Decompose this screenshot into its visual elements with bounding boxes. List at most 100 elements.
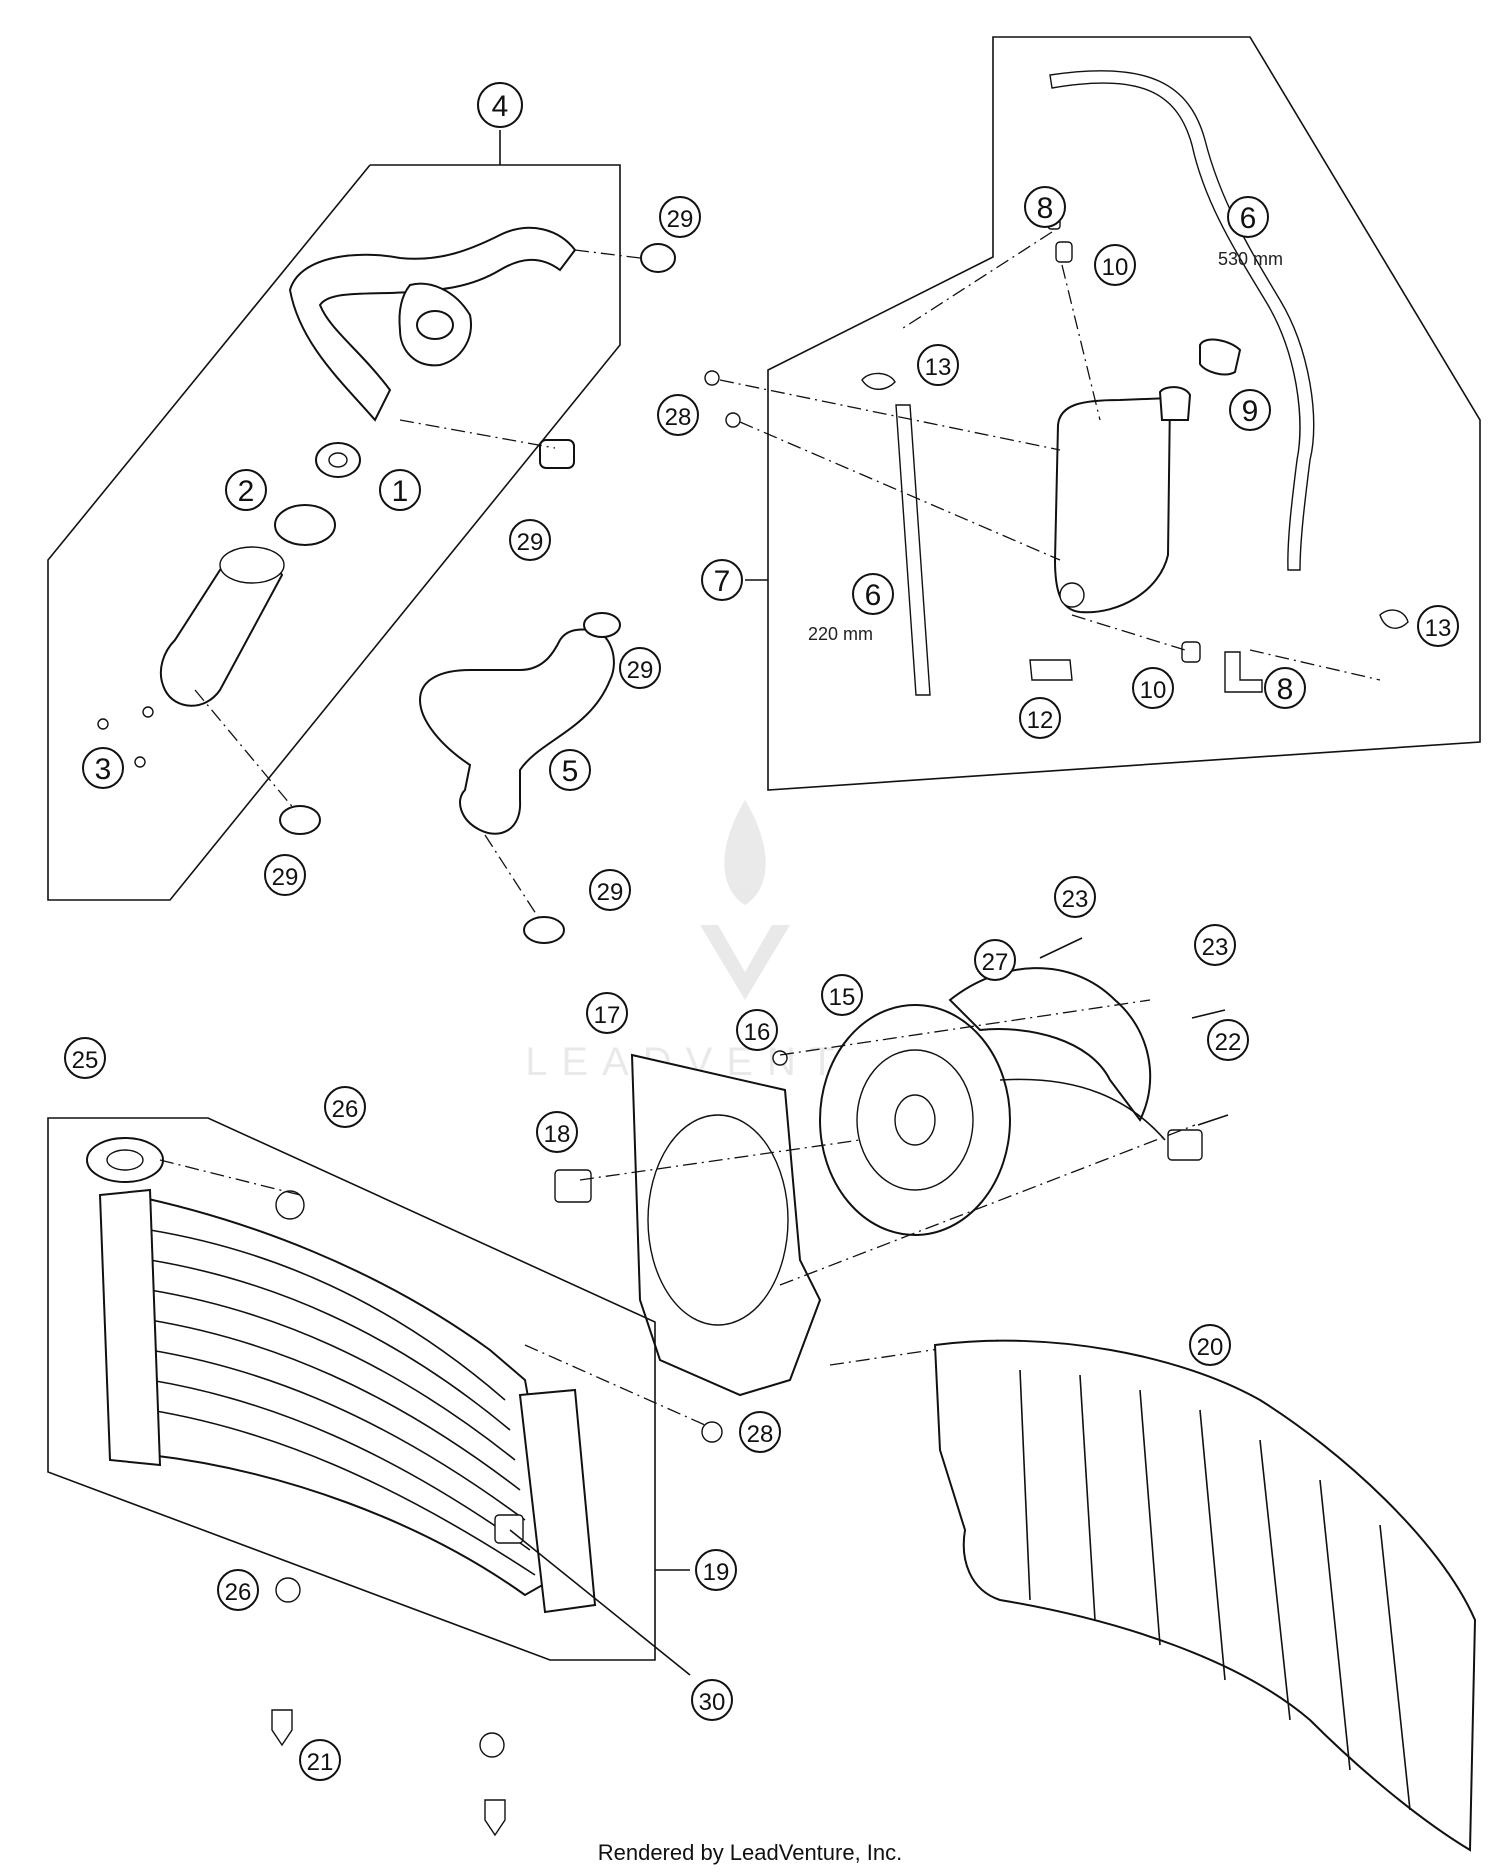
svg-text:17: 17 [594, 1002, 621, 1029]
dash-radiator-nut [524, 1344, 706, 1426]
callout-2[interactable]: 2 [225, 469, 267, 511]
hose-clamp-29d [583, 612, 621, 638]
svg-text:12: 12 [1027, 707, 1054, 734]
svg-text:21: 21 [307, 1749, 334, 1776]
bracket-12 [1029, 659, 1073, 681]
group-4-frame [47, 164, 621, 901]
svg-text:29: 29 [517, 529, 544, 556]
callout-13-left[interactable]: 13 [917, 344, 959, 386]
callout-29-d[interactable]: 29 [619, 647, 661, 689]
leader-30 [509, 1529, 691, 1676]
expansion-tank [1053, 396, 1172, 614]
svg-text:9: 9 [1242, 395, 1259, 428]
svg-text:23: 23 [1062, 886, 1089, 913]
callout-29-c[interactable]: 29 [264, 854, 306, 896]
upper-radiator-hose [288, 226, 577, 422]
fan-shroud-assembly [554, 937, 1229, 1397]
dash-lower-clamp [484, 834, 541, 921]
thermostat-housing-port [416, 310, 454, 340]
grommet-10-lower [1181, 641, 1201, 663]
callout-19[interactable]: 19 [695, 1549, 737, 1591]
svg-text:6: 6 [865, 579, 882, 612]
dash-cap-grommet [159, 1159, 301, 1196]
callout-26-upper[interactable]: 26 [324, 1086, 366, 1128]
callout-4[interactable]: 4 [477, 82, 523, 128]
expansion-tank-filler-neck [1158, 386, 1192, 421]
bolt-21b [484, 1799, 506, 1837]
svg-text:6: 6 [1240, 202, 1257, 235]
callout-1[interactable]: 1 [379, 469, 421, 511]
callout-30[interactable]: 30 [691, 1679, 733, 1721]
radiator-guard-slats [1019, 1369, 1411, 1811]
callout-labels: 1 2 3 4 5 6 6 7 8 8 9 10 10 12 13 13 15 … [64, 82, 1459, 1781]
svg-text:29: 29 [627, 657, 654, 684]
callout-29-e[interactable]: 29 [589, 869, 631, 911]
svg-text:29: 29 [272, 864, 299, 891]
svg-text:16: 16 [744, 1019, 771, 1046]
fitting-8-lower [1224, 651, 1263, 693]
radiator-right-tank [518, 1388, 597, 1614]
callout-27[interactable]: 27 [974, 939, 1016, 981]
callout-10-lower[interactable]: 10 [1132, 667, 1174, 709]
dimension-long-hose: 530 mm [1218, 249, 1283, 269]
svg-text:23: 23 [1202, 934, 1229, 961]
screw-16 [772, 1050, 788, 1066]
callout-26-lower[interactable]: 26 [217, 1569, 259, 1611]
dash-screw-upper [719, 379, 1061, 451]
svg-text:7: 7 [714, 565, 731, 598]
dash-fitting-clip [899, 231, 1053, 331]
callout-9[interactable]: 9 [1229, 389, 1271, 431]
svg-text:8: 8 [1277, 673, 1294, 706]
callout-16[interactable]: 16 [736, 1009, 778, 1051]
callout-21[interactable]: 21 [299, 1739, 341, 1781]
callout-8-lower[interactable]: 8 [1264, 667, 1306, 709]
svg-text:30: 30 [699, 1689, 726, 1716]
nut-28 [701, 1421, 723, 1443]
group-7-frame [767, 36, 1481, 791]
temperature-sensor [494, 1514, 524, 1544]
callout-17[interactable]: 17 [586, 992, 628, 1034]
o-ring [274, 504, 336, 546]
callout-29-a[interactable]: 29 [659, 196, 701, 238]
svg-text:3: 3 [95, 753, 112, 786]
svg-text:10: 10 [1140, 677, 1167, 704]
group-4-hose-kit [47, 130, 676, 901]
callout-25[interactable]: 25 [64, 1037, 106, 1079]
callout-13-right[interactable]: 13 [1417, 605, 1459, 647]
callout-6-long[interactable]: 6 [1227, 196, 1269, 238]
svg-text:18: 18 [544, 1121, 571, 1148]
dash-pipe-clamp [194, 689, 296, 811]
screw-28-lower [725, 412, 741, 428]
hose-clamp-29b [539, 439, 575, 469]
grommet-26-upper [275, 1190, 305, 1220]
callout-8-upper[interactable]: 8 [1024, 186, 1066, 228]
callout-12[interactable]: 12 [1019, 697, 1061, 739]
hose-clip-13-left [861, 372, 896, 390]
callout-20[interactable]: 20 [1189, 1324, 1231, 1366]
callout-5[interactable]: 5 [549, 749, 591, 791]
grommet-26-lower [275, 1577, 301, 1603]
hose-clamp-29a [640, 243, 676, 273]
callout-28-upper[interactable]: 28 [657, 394, 699, 436]
expansion-tank-outlet [1059, 582, 1085, 608]
svg-text:25: 25 [72, 1047, 99, 1074]
radiator-cap-top [106, 1149, 144, 1171]
callout-15[interactable]: 15 [821, 974, 863, 1016]
callout-7[interactable]: 7 [701, 559, 743, 601]
overflow-hose-short [895, 404, 931, 696]
callout-23-b[interactable]: 23 [1194, 924, 1236, 966]
dash-shroud-screw22 [779, 1124, 1196, 1286]
dash-screw16-cover [779, 999, 1151, 1056]
fan-connector [1167, 1129, 1203, 1161]
callout-23-a[interactable]: 23 [1054, 876, 1096, 918]
callout-29-b[interactable]: 29 [509, 519, 551, 561]
callout-18[interactable]: 18 [536, 1111, 578, 1153]
callout-6-short[interactable]: 6 [852, 573, 894, 615]
callout-28-lower[interactable]: 28 [739, 1411, 781, 1453]
callout-22[interactable]: 22 [1207, 1019, 1249, 1061]
screw-23a [1039, 937, 1083, 959]
svg-text:1: 1 [392, 475, 409, 508]
callout-10-upper[interactable]: 10 [1094, 244, 1136, 286]
callout-3[interactable]: 3 [82, 747, 124, 789]
